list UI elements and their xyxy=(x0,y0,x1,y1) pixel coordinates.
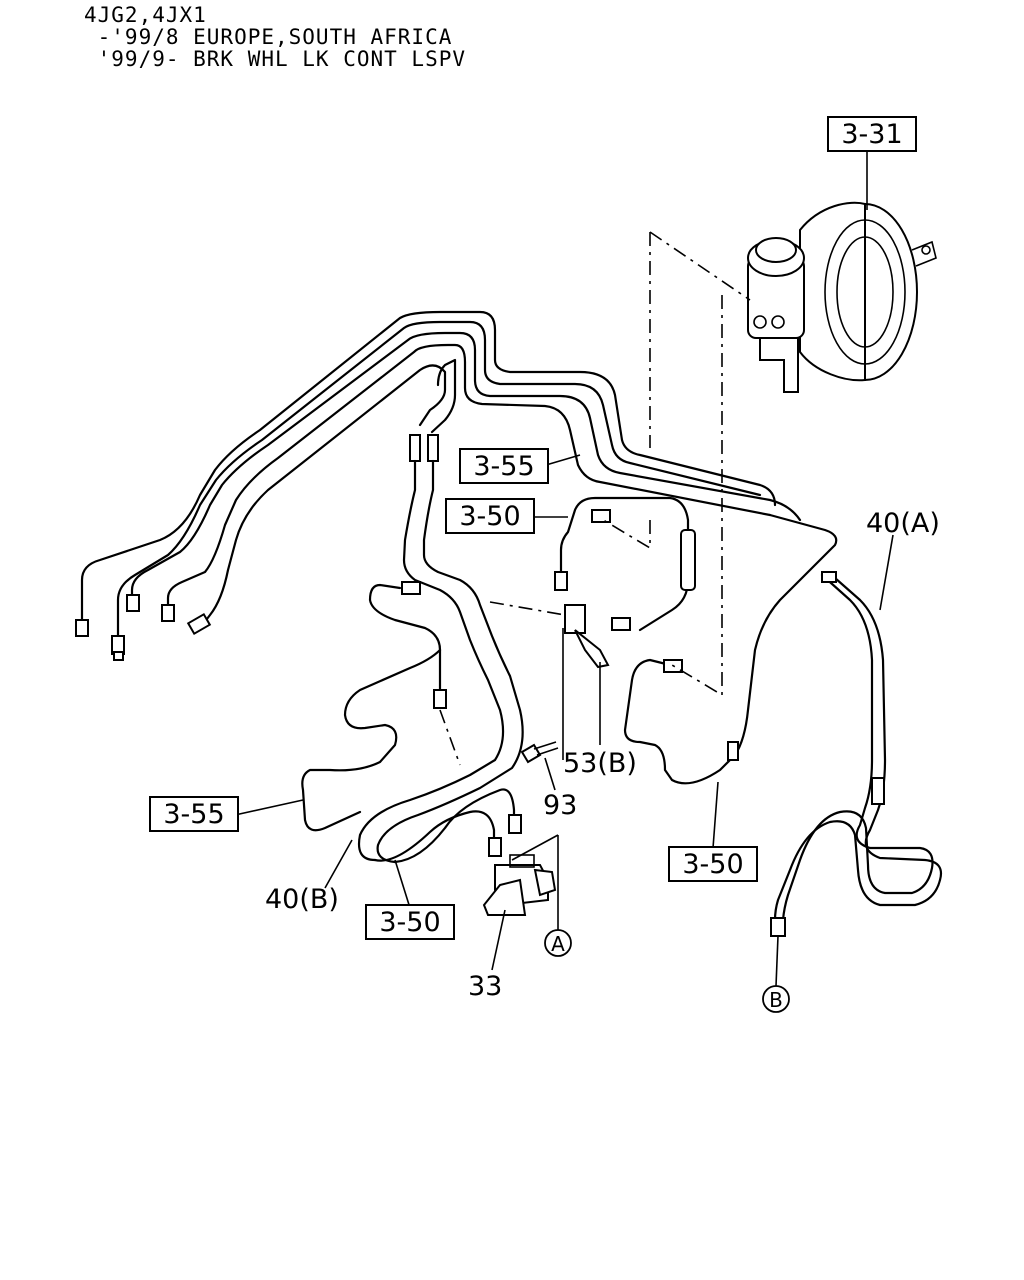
bolt-93 xyxy=(520,741,559,764)
label-93: 93 xyxy=(543,790,577,821)
assembly-lines xyxy=(439,231,751,766)
ref-box-3-55-left[interactable]: 3-55 xyxy=(149,796,239,832)
brake-booster xyxy=(799,201,937,382)
pipe-central-down xyxy=(357,434,524,864)
pipe-bundle-left xyxy=(80,310,802,652)
svg-text:3-55: 3-55 xyxy=(473,451,534,482)
pipe-lspv-feed xyxy=(373,788,522,864)
svg-text:3-50: 3-50 xyxy=(682,849,743,880)
header-model: 4JG2,4JX1 xyxy=(84,3,207,27)
pipe-40a-hose xyxy=(770,571,943,937)
ref-box-3-55-top[interactable]: 3-55 xyxy=(459,448,549,484)
label-40b: 40(B) xyxy=(265,884,339,915)
svg-text:B: B xyxy=(769,988,783,1012)
header-period-1: -'99/8 EUROPE,SOUTH AFRICA xyxy=(84,25,453,49)
label-53b: 53(B) xyxy=(563,748,637,779)
header-period-2: '99/9- BRK WHL LK CONT LSPV xyxy=(84,47,467,71)
pipe-right-side xyxy=(623,513,838,785)
junction-block xyxy=(554,571,631,669)
ref-box-3-31[interactable]: 3-31 xyxy=(827,116,917,152)
ref-box-3-50-bottom[interactable]: 3-50 xyxy=(365,904,455,940)
master-cylinder xyxy=(747,237,805,393)
label-33: 33 xyxy=(468,971,502,1002)
leader-lines xyxy=(234,150,894,987)
label-40a: 40(A) xyxy=(866,508,940,539)
ref-box-3-50-right[interactable]: 3-50 xyxy=(668,846,758,882)
pipe-block-upper xyxy=(559,496,696,632)
svg-text:3-50: 3-50 xyxy=(379,907,440,938)
pipe-355-left-loop xyxy=(301,581,447,832)
callout-a: A xyxy=(544,929,572,957)
svg-text:A: A xyxy=(551,932,565,956)
pipe-fittings-left xyxy=(75,594,212,661)
callout-b: B xyxy=(762,985,790,1013)
ref-box-3-50-top[interactable]: 3-50 xyxy=(445,498,535,534)
svg-text:3-31: 3-31 xyxy=(841,119,902,150)
svg-text:3-55: 3-55 xyxy=(163,799,224,830)
svg-text:3-50: 3-50 xyxy=(459,501,520,532)
lspv-valve xyxy=(482,854,557,916)
